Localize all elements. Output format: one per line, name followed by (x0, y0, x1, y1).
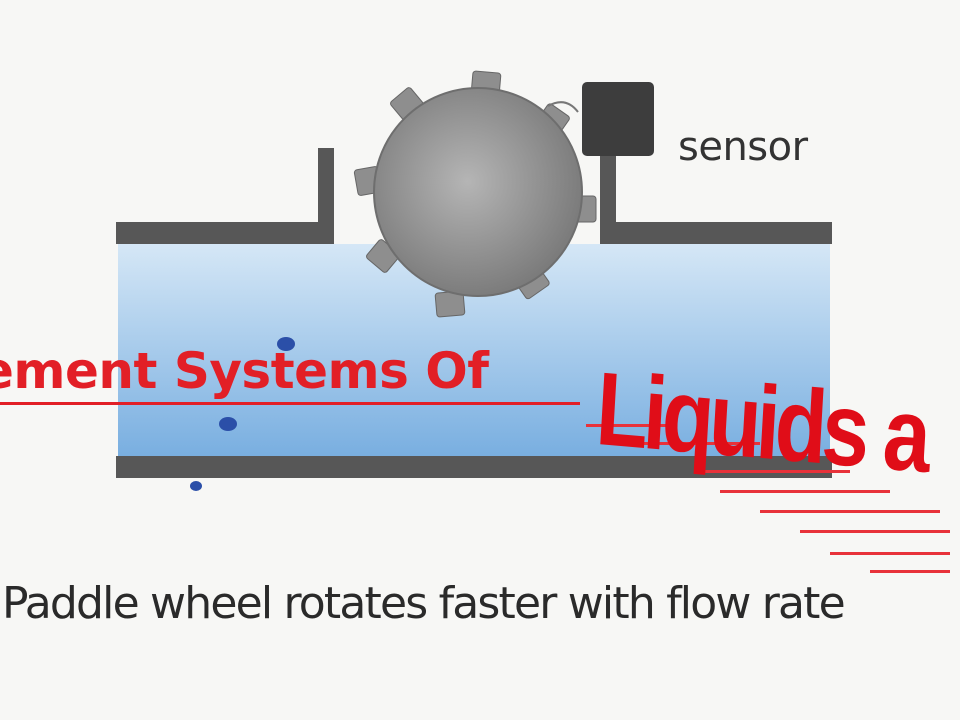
speed-streak (640, 442, 760, 445)
rotation-arrow-icon (547, 101, 579, 113)
diagram-caption: Paddle wheel rotates faster with flow ra… (2, 578, 846, 629)
overlay-title: ement Systems Of (0, 342, 489, 400)
paddle-wheel (373, 87, 583, 297)
pipe-top-wall-left (116, 148, 334, 244)
pipe-top-wall-right (600, 148, 832, 244)
sensor-label: sensor (678, 124, 808, 170)
speed-streak (760, 510, 940, 513)
pipe-bottom-wall (116, 456, 832, 478)
liquid-bubbles (190, 337, 295, 491)
sensor-box (582, 82, 654, 156)
speed-streak (700, 470, 850, 473)
overlay-title-underline (0, 402, 580, 405)
speed-streak (830, 552, 950, 555)
speed-streak (870, 570, 950, 573)
speed-streak (720, 490, 890, 493)
speed-streak (586, 424, 676, 427)
speed-streak (800, 530, 950, 533)
